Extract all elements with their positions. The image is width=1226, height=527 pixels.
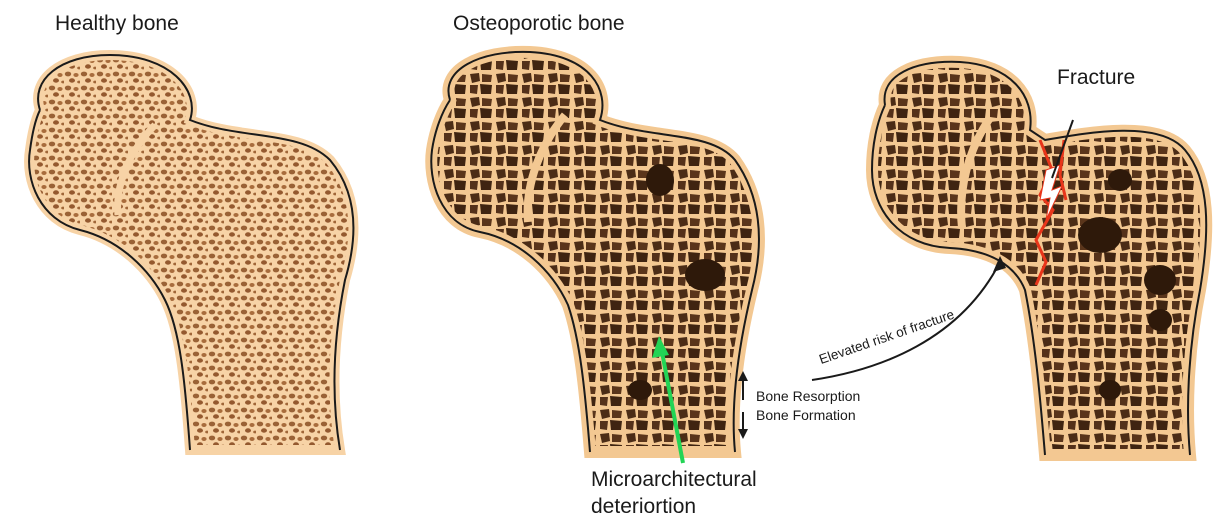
- healthy-bone-illustration: [24, 49, 359, 455]
- fractured-bone-illustration: [865, 55, 1213, 461]
- osteoporotic-bone-illustration: [425, 45, 765, 458]
- resorption-formation-arrows: [738, 371, 748, 439]
- osteoporotic-bone-title: Osteoporotic bone: [453, 12, 625, 35]
- healthy-bone-title: Healthy bone: [55, 12, 179, 35]
- micro-caption-line1: Microarchitectural: [591, 468, 757, 491]
- micro-caption-line2: deteriortion: [591, 495, 697, 518]
- fracture-pointer: [1051, 119, 1074, 179]
- fracture-label: Fracture: [1057, 66, 1136, 89]
- risk-arrow: [811, 261, 1001, 381]
- micro-arrow-green: [652, 336, 685, 464]
- bone-formation-label: Bone Formation: [756, 407, 856, 423]
- bone-resorption-label: Bone Resorption: [756, 388, 861, 404]
